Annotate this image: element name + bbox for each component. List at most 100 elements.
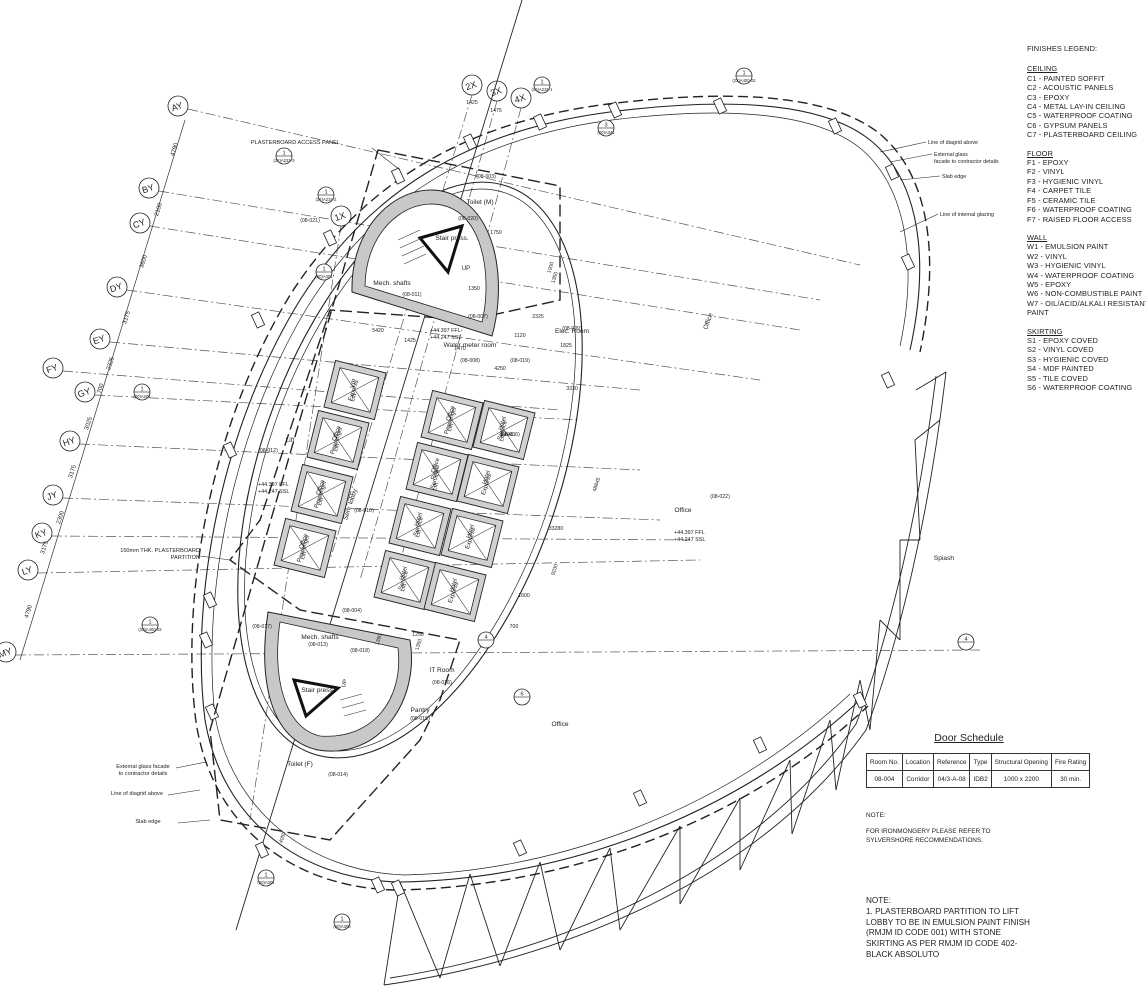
dimension-text: 2325 xyxy=(106,356,116,371)
callout-text: PLASTERBOARD ACCESS PANEL xyxy=(251,140,340,146)
dimension-text: 1250 xyxy=(412,632,424,638)
room-code: (08-007) xyxy=(468,314,488,320)
callout-text: Line of internal glazing xyxy=(940,212,994,218)
legend-item: F1 - EPOXY xyxy=(1027,158,1069,168)
lift-shaft xyxy=(323,359,387,421)
room-code: (08-013) xyxy=(308,642,328,648)
legend-item: S3 - HYGIENIC COVED xyxy=(1027,354,1109,364)
grid-bubble-label: JY xyxy=(45,489,58,502)
door-schedule: Door Schedule Room No. Location Referenc… xyxy=(866,732,1112,788)
section-number: 3 xyxy=(604,123,607,129)
grid-line xyxy=(62,497,661,521)
legend-item: S6 - WATERPROOF COATING xyxy=(1027,383,1133,392)
grid-line xyxy=(359,100,498,581)
grid-line xyxy=(389,107,522,601)
dimension-text: 3175 xyxy=(40,540,50,555)
dimension-text: 3600 xyxy=(139,254,149,269)
facade-column xyxy=(462,133,478,151)
callout-text: Slab edge xyxy=(942,174,966,180)
section-number: 4 xyxy=(484,635,487,641)
lift-label: VIP xyxy=(350,378,359,389)
note-line: FOR IRONMONGERY PLEASE REFER TO xyxy=(866,828,991,836)
grid-line xyxy=(329,94,473,561)
lift-shafts: VIPExpressLiftOfficePassengerLiftOfficeP… xyxy=(273,359,536,623)
section-number: 1 xyxy=(324,190,327,196)
header-cell: Location xyxy=(901,753,934,771)
dimension-text: 1120 xyxy=(514,333,525,339)
legend-heading: WALL xyxy=(1027,232,1048,242)
lift-label: Lift xyxy=(415,529,423,539)
note-line: (RMJM ID CODE 001) WITH STONE xyxy=(866,928,1001,938)
header-cell: Reference xyxy=(932,753,971,771)
dimension-text: 2325 xyxy=(532,314,544,320)
stair-core-lower xyxy=(264,611,412,752)
grid-bubble xyxy=(106,276,128,298)
sheet-ref: (20)A301 xyxy=(315,274,333,279)
grid-line xyxy=(79,443,641,471)
lift-label: Lift xyxy=(432,482,440,492)
cell: IDB2 xyxy=(969,770,992,788)
sheet-ref: (20)A341 xyxy=(597,130,615,135)
room-code: (08-014) xyxy=(328,772,348,778)
lift-label: Office xyxy=(299,533,310,550)
legend-section-ceiling: CEILING C1 - PAINTED SOFFIT C2 - ACOUSTI… xyxy=(1027,64,1143,139)
lift-label: Hotel xyxy=(414,512,424,527)
grid-line xyxy=(37,559,701,574)
room-code: (08-021) xyxy=(300,218,320,224)
leader-line xyxy=(167,789,201,796)
legend-item: S1 - EPOXY COVED xyxy=(1027,335,1098,345)
facade-column xyxy=(852,691,868,709)
level-mark: +44.247 SSL xyxy=(258,489,289,495)
facade-column xyxy=(632,789,648,807)
grid-bubble xyxy=(129,212,151,234)
cell: 04/3-A-08 xyxy=(932,770,971,788)
room-label: Stair press. xyxy=(301,687,335,694)
section-number: 4 xyxy=(964,637,967,643)
legend-item: F2 - VINYL xyxy=(1027,167,1065,177)
sheet-ref: (20)A201 xyxy=(133,394,151,399)
sheet-ref: (20)A400-02 xyxy=(138,627,162,632)
legend-item: C6 - GYPSUM PANELS xyxy=(1027,120,1108,130)
leader-line xyxy=(879,141,927,153)
dimension-text: 4050 xyxy=(278,831,287,844)
section-number: 1 xyxy=(540,80,543,86)
lift-shaft xyxy=(456,453,520,515)
lift-shaft xyxy=(420,389,484,451)
level-mark: +44.247 SSL xyxy=(430,335,461,341)
lift-label: Lift xyxy=(350,393,358,403)
grid-bubble-label: 4X xyxy=(513,92,527,105)
grid-line xyxy=(249,225,342,821)
room-code: (08-011) xyxy=(402,292,421,298)
section-number: 1 xyxy=(322,267,325,273)
legend-item: W6 - NON-COMBUSTIBLE PAINT xyxy=(1027,289,1143,299)
lift-label: Hotel xyxy=(466,524,476,539)
lift-label: Retail xyxy=(431,464,441,480)
lift-shaft xyxy=(388,495,452,557)
grid-bubble-label: HY xyxy=(61,435,76,449)
grid-bubble-label: 1X xyxy=(333,210,347,223)
grid-bubble-label: FY xyxy=(45,362,59,375)
room-code: (08-019) xyxy=(510,358,530,364)
legend-item: S2 - VINYL COVED xyxy=(1027,345,1094,355)
section-number: 1 xyxy=(742,71,745,77)
dimension-text: 1350 xyxy=(550,271,559,284)
level-mark: +44.247 SSL xyxy=(674,537,705,543)
level-mark: +44.397 FFL xyxy=(258,482,289,488)
note-line: SYLVERSHORE RECOMMENDATIONS. xyxy=(866,836,983,844)
stair-direction: UP xyxy=(462,266,470,272)
room-code: (08-015) xyxy=(410,716,430,722)
grid-bubble-label: LY xyxy=(21,564,34,577)
callout-text: Slab edge xyxy=(135,819,160,825)
lift-shaft xyxy=(273,517,337,579)
dimension-text: 1825 xyxy=(560,343,572,349)
dimension-labels: 4790210036003175232570030253175230031754… xyxy=(24,100,602,844)
grid-bubble xyxy=(510,87,532,109)
room-label: Spiash xyxy=(934,555,954,562)
note-line: NOTE: xyxy=(866,896,892,905)
section-markers: 1(22)A231-11(22)A231-21(22)A231-31(22)A4… xyxy=(133,67,975,931)
legend-item: F5 - CERAMIC TILE xyxy=(1027,195,1096,205)
grid-bubble-label: CY xyxy=(131,217,146,231)
room-code: (08-006) xyxy=(500,432,520,438)
legend-item: W4 - WATERPROOF COATING xyxy=(1027,270,1135,280)
lift-label: Office xyxy=(332,425,343,442)
